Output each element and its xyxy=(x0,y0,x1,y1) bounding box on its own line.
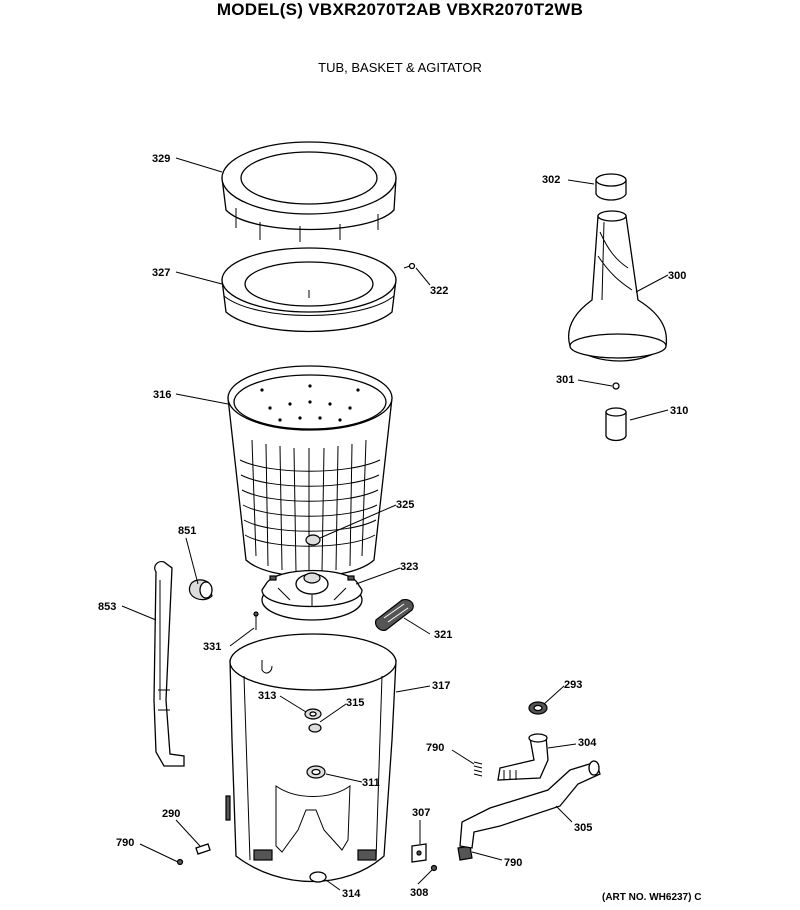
part-329-tub-cover xyxy=(221,141,397,242)
part-307-bracket xyxy=(411,843,427,863)
part-317-outer-tub xyxy=(225,633,397,883)
part-790-spring xyxy=(473,761,483,777)
part-293-clamp xyxy=(528,701,548,715)
callout-310: 310 xyxy=(670,405,688,417)
callout-304: 304 xyxy=(578,737,597,749)
callout-329: 329 xyxy=(152,153,170,165)
part-321-clip xyxy=(375,599,414,631)
callout-323: 323 xyxy=(400,561,418,573)
part-304-hose xyxy=(497,733,549,781)
callout-851: 851 xyxy=(178,525,196,537)
part-314-ring xyxy=(309,871,327,883)
part-322-screw xyxy=(403,262,416,270)
callout-321: 321 xyxy=(434,629,452,641)
part-315-washer xyxy=(308,723,322,733)
callout-322: 322 xyxy=(430,285,448,297)
callout-853: 853 xyxy=(98,601,116,613)
part-290-bolt xyxy=(195,843,211,855)
callout-331: 331 xyxy=(203,641,221,653)
callout-305: 305 xyxy=(574,822,592,834)
part-327-tub-ring xyxy=(221,247,397,333)
part-331-screw xyxy=(253,611,259,630)
part-302-agitator-cap xyxy=(595,173,627,201)
callout-302: 302 xyxy=(542,174,560,186)
callout-790-right: 790 xyxy=(504,857,522,869)
callout-327: 327 xyxy=(152,267,170,279)
part-790-screw-left xyxy=(176,858,184,866)
leader-lines xyxy=(121,157,669,891)
callout-313: 313 xyxy=(258,690,276,702)
callout-315: 315 xyxy=(346,697,364,709)
part-300-agitator xyxy=(568,210,668,362)
callout-293: 293 xyxy=(564,679,582,691)
part-853-hose xyxy=(153,560,185,767)
callout-790-middle: 790 xyxy=(426,742,444,754)
callout-308: 308 xyxy=(410,887,428,899)
part-310-coupling xyxy=(605,407,627,442)
model-title: MODEL(S) VBXR2070T2AB VBXR2070T2WB xyxy=(216,0,584,19)
callout-314: 314 xyxy=(342,888,361,900)
callout-301: 301 xyxy=(556,374,574,386)
callout-307: 307 xyxy=(412,807,430,819)
callout-300: 300 xyxy=(668,270,686,282)
callout-317: 317 xyxy=(432,680,450,692)
part-316-basket xyxy=(227,365,393,578)
callout-290: 290 xyxy=(162,808,180,820)
callout-311: 311 xyxy=(362,777,380,789)
part-305-drain-hose xyxy=(459,760,601,849)
callout-325: 325 xyxy=(396,499,414,511)
callout-790-left: 790 xyxy=(116,837,134,849)
part-301-screw xyxy=(612,382,620,390)
art-number: (ART NO. WH6237) C xyxy=(602,892,702,903)
callout-316: 316 xyxy=(153,389,171,401)
part-308-screw xyxy=(430,864,438,872)
part-851-grommet xyxy=(188,579,213,601)
part-323-hub xyxy=(261,569,363,621)
part-313-washer xyxy=(304,708,322,720)
section-title: TUB, BASKET & AGITATOR xyxy=(318,60,482,75)
part-311-bearing xyxy=(306,765,326,779)
